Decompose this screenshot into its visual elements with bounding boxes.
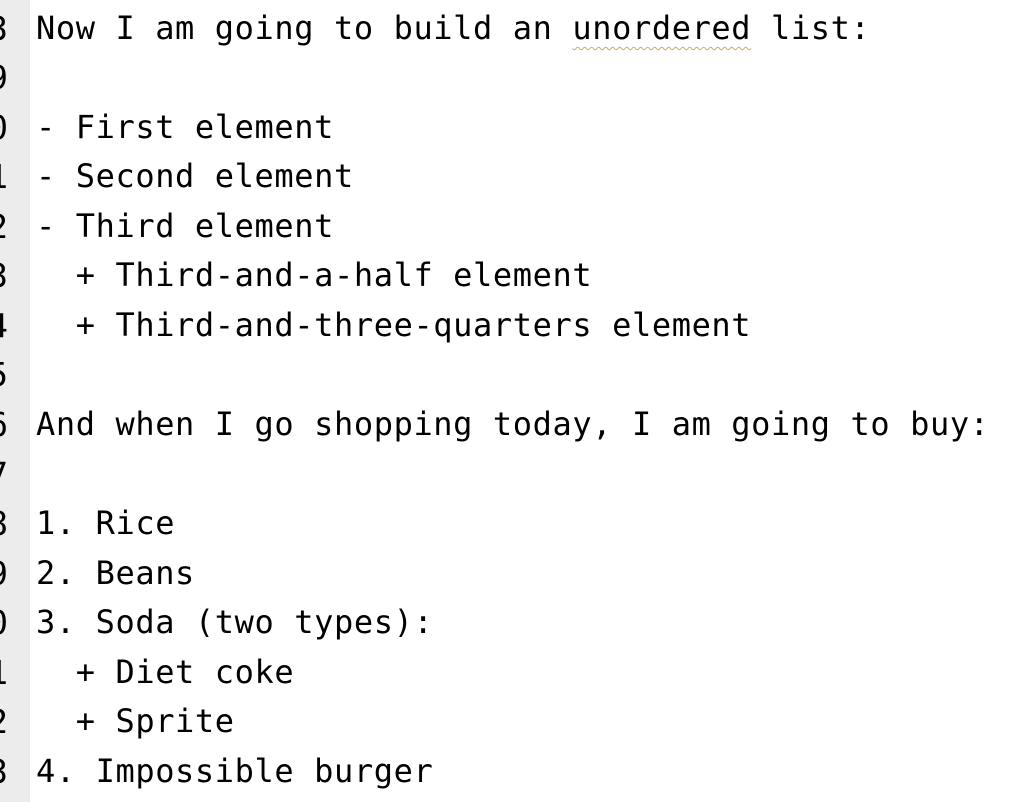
line-number: 9 xyxy=(0,53,8,103)
line-number: 2 xyxy=(0,202,8,252)
text-line-22[interactable]: + Sprite xyxy=(36,702,235,740)
line-number: 5 xyxy=(0,350,8,400)
text-content-area[interactable]: Now I am going to build an unordered lis… xyxy=(30,0,1022,802)
line-number: 4 xyxy=(0,301,8,351)
text-line-21[interactable]: + Diet coke xyxy=(36,653,295,691)
line-number: 8 xyxy=(0,499,8,549)
text-line-8[interactable]: Now I am going to build an unordered lis… xyxy=(36,4,870,54)
line-number: 1 xyxy=(0,152,8,202)
line-number: 2 xyxy=(0,697,8,747)
text-segment: Now I am going to build an xyxy=(36,9,573,47)
text-line-20[interactable]: 3. Soda (two types): xyxy=(36,603,434,641)
text-line-11[interactable]: - Second element xyxy=(36,157,354,195)
line-number: 3 xyxy=(0,251,8,301)
text-line-18[interactable]: 1. Rice xyxy=(36,504,176,542)
line-number: 6 xyxy=(0,400,8,450)
misspelled-word[interactable]: unordered xyxy=(572,9,752,47)
text-line-12[interactable]: - Third element xyxy=(36,207,334,245)
text-line-16[interactable]: And when I go shopping today, I am going… xyxy=(36,405,990,443)
text-line-19[interactable]: 2. Beans xyxy=(36,554,195,592)
line-number: 0 xyxy=(0,103,8,153)
text-line-14[interactable]: + Third-and-three-quarters element xyxy=(36,306,752,344)
line-number: 1 xyxy=(0,648,8,698)
line-number: 0 xyxy=(0,598,8,648)
line-number: 3 xyxy=(0,747,8,797)
line-number: 3 xyxy=(0,4,8,54)
line-number-gutter: 3 9 0 1 2 3 4 5 6 7 8 9 0 1 2 3 xyxy=(0,0,30,802)
text-segment: list: xyxy=(751,9,871,47)
text-line-23[interactable]: 4. Impossible burger xyxy=(36,752,434,790)
text-line-13[interactable]: + Third-and-a-half element xyxy=(36,256,593,294)
line-number: 9 xyxy=(0,549,8,599)
text-line-10[interactable]: - First element xyxy=(36,108,334,146)
line-number: 7 xyxy=(0,450,8,500)
